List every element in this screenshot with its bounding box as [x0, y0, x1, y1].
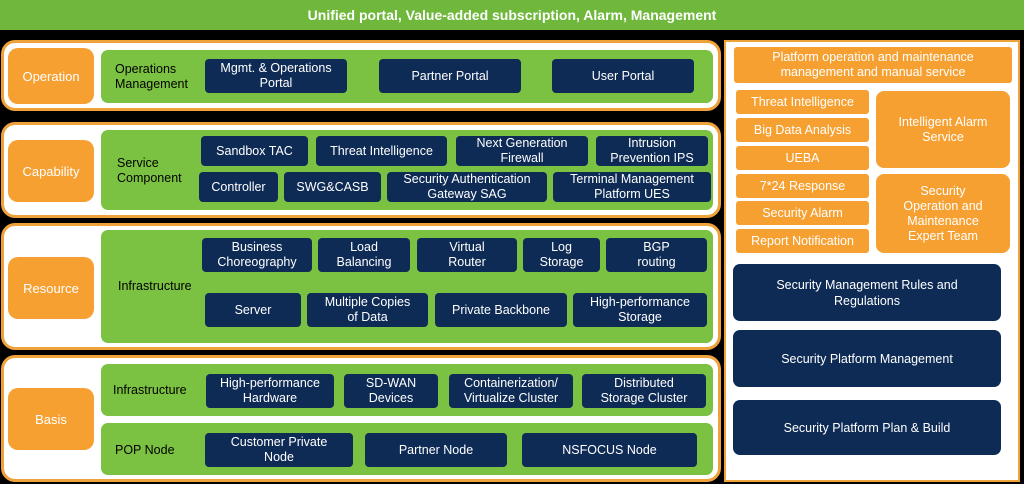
- intrusion-prevention-ips-box: Intrusion Prevention IPS: [596, 136, 708, 166]
- swg-casb-box: SWG&CASB: [284, 172, 381, 202]
- next-generation-firewall-box: Next Generation Firewall: [456, 136, 588, 166]
- operations-management-label: Operations Management: [115, 62, 188, 91]
- partner-node-box: Partner Node: [365, 433, 507, 467]
- user-portal-box: User Portal: [552, 59, 694, 93]
- sd-wan-devices-box: SD-WAN Devices: [344, 374, 438, 408]
- security-platform-management-box: Security Platform Management: [733, 330, 1001, 387]
- log-storage-box: Log Storage: [523, 238, 600, 272]
- pop-node-label: POP Node: [115, 442, 175, 457]
- service-component-label: Service Component: [117, 156, 182, 185]
- resource-label: Resource: [8, 257, 94, 319]
- report-notification-box: Report Notification: [736, 229, 869, 253]
- high-performance-hardware-box: High-performance Hardware: [206, 374, 334, 408]
- load-balancing-box: Load Balancing: [318, 238, 410, 272]
- distributed-storage-cluster-box: Distributed Storage Cluster: [582, 374, 706, 408]
- response-7x24-box: 7*24 Response: [736, 174, 869, 198]
- multiple-copies-of-data-box: Multiple Copies of Data: [307, 293, 428, 327]
- threat-intelligence-box: Threat Intelligence: [316, 136, 447, 166]
- customer-private-node-box: Customer Private Node: [205, 433, 353, 467]
- server-box: Server: [205, 293, 301, 327]
- unified-portal-banner: Unified portal, Value-added subscription…: [0, 0, 1024, 30]
- security-platform-plan-build-box: Security Platform Plan & Build: [733, 400, 1001, 455]
- operation-label: Operation: [8, 48, 94, 104]
- expert-team-box: Security Operation and Maintenance Exper…: [876, 174, 1010, 253]
- bgp-routing-box: BGP routing: [606, 238, 707, 272]
- basis-infrastructure-label: Infrastructure: [113, 382, 187, 397]
- banner-text: Unified portal, Value-added subscription…: [307, 7, 717, 23]
- terminal-management-platform-box: Terminal Management Platform UES: [553, 172, 711, 202]
- business-choreography-box: Business Choreography: [202, 238, 312, 272]
- resource-infrastructure-label: Infrastructure: [118, 278, 192, 293]
- sandbox-tac-box: Sandbox TAC: [201, 136, 308, 166]
- private-backbone-box: Private Backbone: [435, 293, 567, 327]
- big-data-analysis-box: Big Data Analysis: [736, 118, 869, 142]
- security-management-rules-box: Security Management Rules and Regulation…: [733, 264, 1001, 321]
- security-alarm-box: Security Alarm: [736, 201, 869, 225]
- virtual-router-box: Virtual Router: [417, 238, 517, 272]
- ueba-box: UEBA: [736, 146, 869, 170]
- mgmt-operations-portal-box: Mgmt. & Operations Portal: [205, 59, 347, 93]
- partner-portal-box: Partner Portal: [379, 59, 521, 93]
- controller-box: Controller: [199, 172, 278, 202]
- intelligent-alarm-service-box: Intelligent Alarm Service: [876, 91, 1010, 168]
- containerization-cluster-box: Containerization/ Virtualize Cluster: [449, 374, 573, 408]
- high-performance-storage-box: High-performance Storage: [573, 293, 707, 327]
- basis-label: Basis: [8, 388, 94, 450]
- capability-label: Capability: [8, 140, 94, 202]
- platform-operation-box: Platform operation and maintenance manag…: [734, 47, 1012, 83]
- threat-intelligence-service-box: Threat Intelligence: [736, 90, 869, 114]
- nsfocus-node-box: NSFOCUS Node: [522, 433, 697, 467]
- security-authentication-gateway-box: Security Authentication Gateway SAG: [387, 172, 547, 202]
